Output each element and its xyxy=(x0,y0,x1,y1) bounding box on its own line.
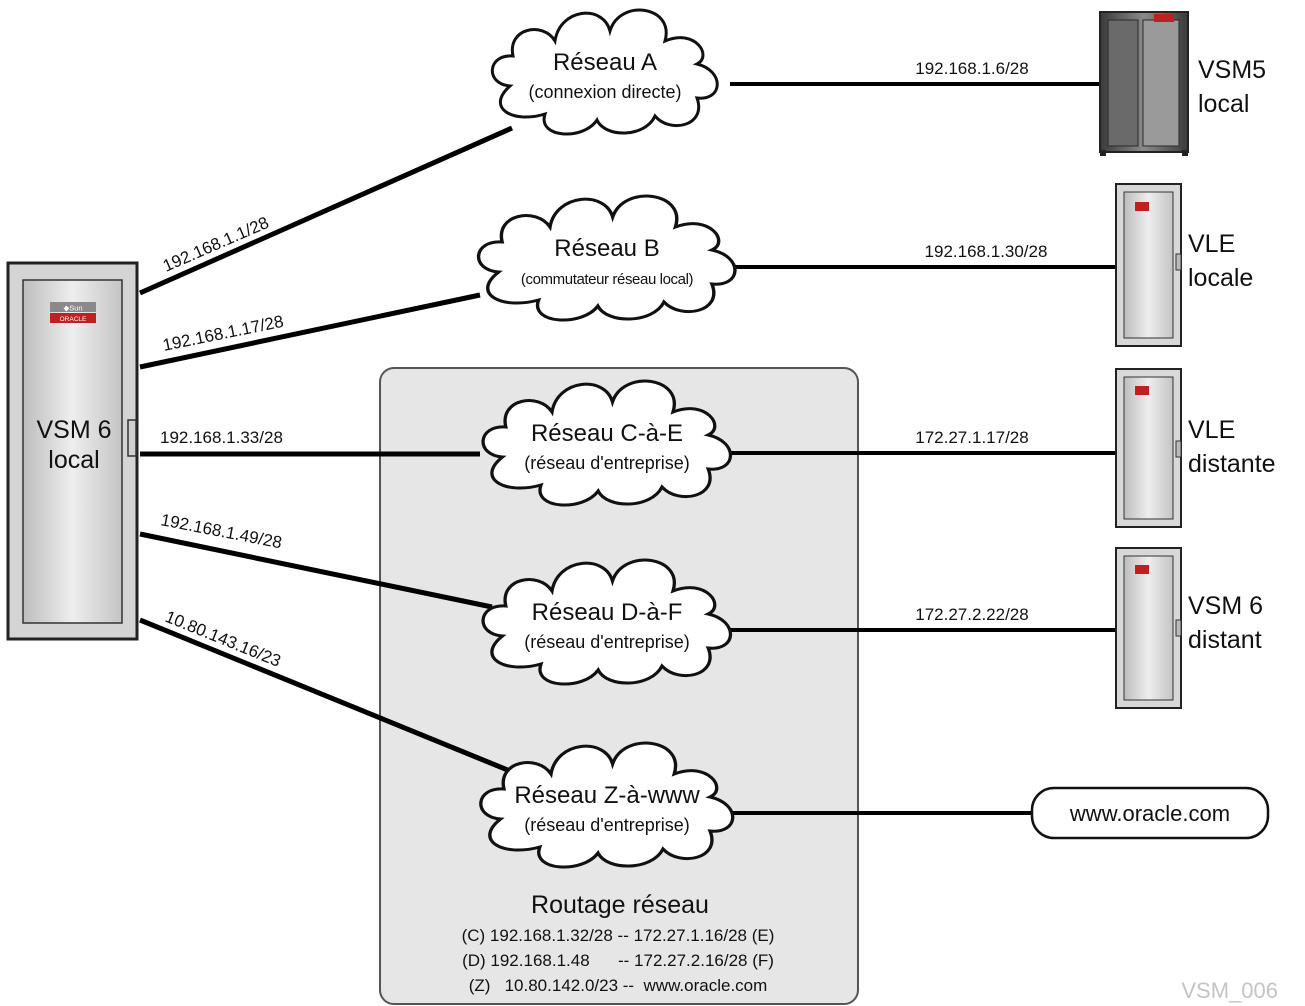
routing-line-2: (D) 192.168.1.48 -- 172.27.2.16/28 (F) xyxy=(462,951,774,970)
vle-locale-label-line2: locale xyxy=(1188,264,1253,292)
vle-distante-device xyxy=(1115,368,1182,528)
link-vsm6-to-b xyxy=(139,292,481,370)
link-vsm6-to-df xyxy=(139,531,493,610)
cloud-reseau-df: Réseau D-à-F (réseau d'entreprise) xyxy=(481,558,733,686)
right-link-label-a: 192.168.1.6/28 xyxy=(915,59,1028,78)
cloud-b-subtitle: (commutateur réseau local) xyxy=(521,271,694,288)
link-vsm6-to-zw xyxy=(139,617,516,776)
vsm6-local-port xyxy=(127,419,137,457)
sun-oracle-logo: ◆Sun ORACLE xyxy=(50,302,96,323)
vsm6-local-label-line2: local xyxy=(48,446,99,474)
vsm5-local-label-line1: VSM5 xyxy=(1198,56,1266,84)
cloud-b-title: Réseau B xyxy=(554,235,659,262)
cloud-reseau-b: Réseau B (commutateur réseau local) xyxy=(476,194,737,322)
cloud-reseau-zw: Réseau Z-à-www (réseau d'entreprise) xyxy=(479,741,735,869)
cloud-ce-title: Réseau C-à-E xyxy=(531,420,683,447)
cloud-zw-subtitle: (réseau d'entreprise) xyxy=(524,815,690,835)
routing-line-1: (C) 192.168.1.32/28 -- 172.27.1.16/28 (E… xyxy=(462,926,775,945)
cloud-a-title: Réseau A xyxy=(553,49,657,76)
logo-bottom-text: ORACLE xyxy=(60,316,87,323)
left-link-label-ce: 192.168.1.33/28 xyxy=(160,428,283,447)
vsm6-local-device: ◆Sun ORACLE VSM 6 local xyxy=(6,261,139,641)
cloud-ce-subtitle: (réseau d'entreprise) xyxy=(524,453,690,473)
right-link-label-b: 192.168.1.30/28 xyxy=(925,242,1048,261)
figure-id: VSM_006 xyxy=(1181,978,1278,1003)
cloud-a-subtitle: (connexion directe) xyxy=(528,82,681,102)
vsm6-local-label-line1: VSM 6 xyxy=(36,416,111,444)
logo-top-text: ◆Sun xyxy=(63,304,82,313)
vle-distante-label-line2: distante xyxy=(1188,450,1276,478)
vsm6-distant-label-line1: VSM 6 xyxy=(1188,592,1263,620)
vle-locale-label-line1: VLE xyxy=(1188,230,1235,258)
routing-line-3: (Z) 10.80.142.0/23 -- www.oracle.com xyxy=(469,976,768,995)
www-oracle-text: www.oracle.com xyxy=(1069,801,1230,826)
link-vsm6-to-a xyxy=(138,125,514,296)
cloud-reseau-ce: Réseau C-à-E (réseau d'entreprise) xyxy=(481,379,733,507)
right-link-label-ce: 172.27.1.17/28 xyxy=(915,428,1028,447)
left-link-label-df: 192.168.1.49/28 xyxy=(159,510,283,552)
cloud-reseau-a: Réseau A (connexion directe) xyxy=(490,8,719,136)
vle-distante-label-line1: VLE xyxy=(1188,416,1235,444)
right-link-label-df: 172.27.2.22/28 xyxy=(915,605,1028,624)
vsm5-local-label-line2: local xyxy=(1198,90,1249,118)
vle-locale-device xyxy=(1115,183,1182,347)
routing-title: Routage réseau xyxy=(531,891,709,919)
vsm6-distant-label-line2: distant xyxy=(1188,626,1262,654)
left-links xyxy=(138,125,516,776)
vsm5-local-device xyxy=(1099,11,1189,156)
vsm6-distant-device xyxy=(1115,547,1182,709)
cloud-zw-title: Réseau Z-à-www xyxy=(514,782,700,809)
cloud-df-title: Réseau D-à-F xyxy=(532,599,683,626)
www-oracle-box: www.oracle.com xyxy=(1030,786,1270,840)
cloud-df-subtitle: (réseau d'entreprise) xyxy=(524,632,690,652)
right-links xyxy=(730,82,1116,815)
